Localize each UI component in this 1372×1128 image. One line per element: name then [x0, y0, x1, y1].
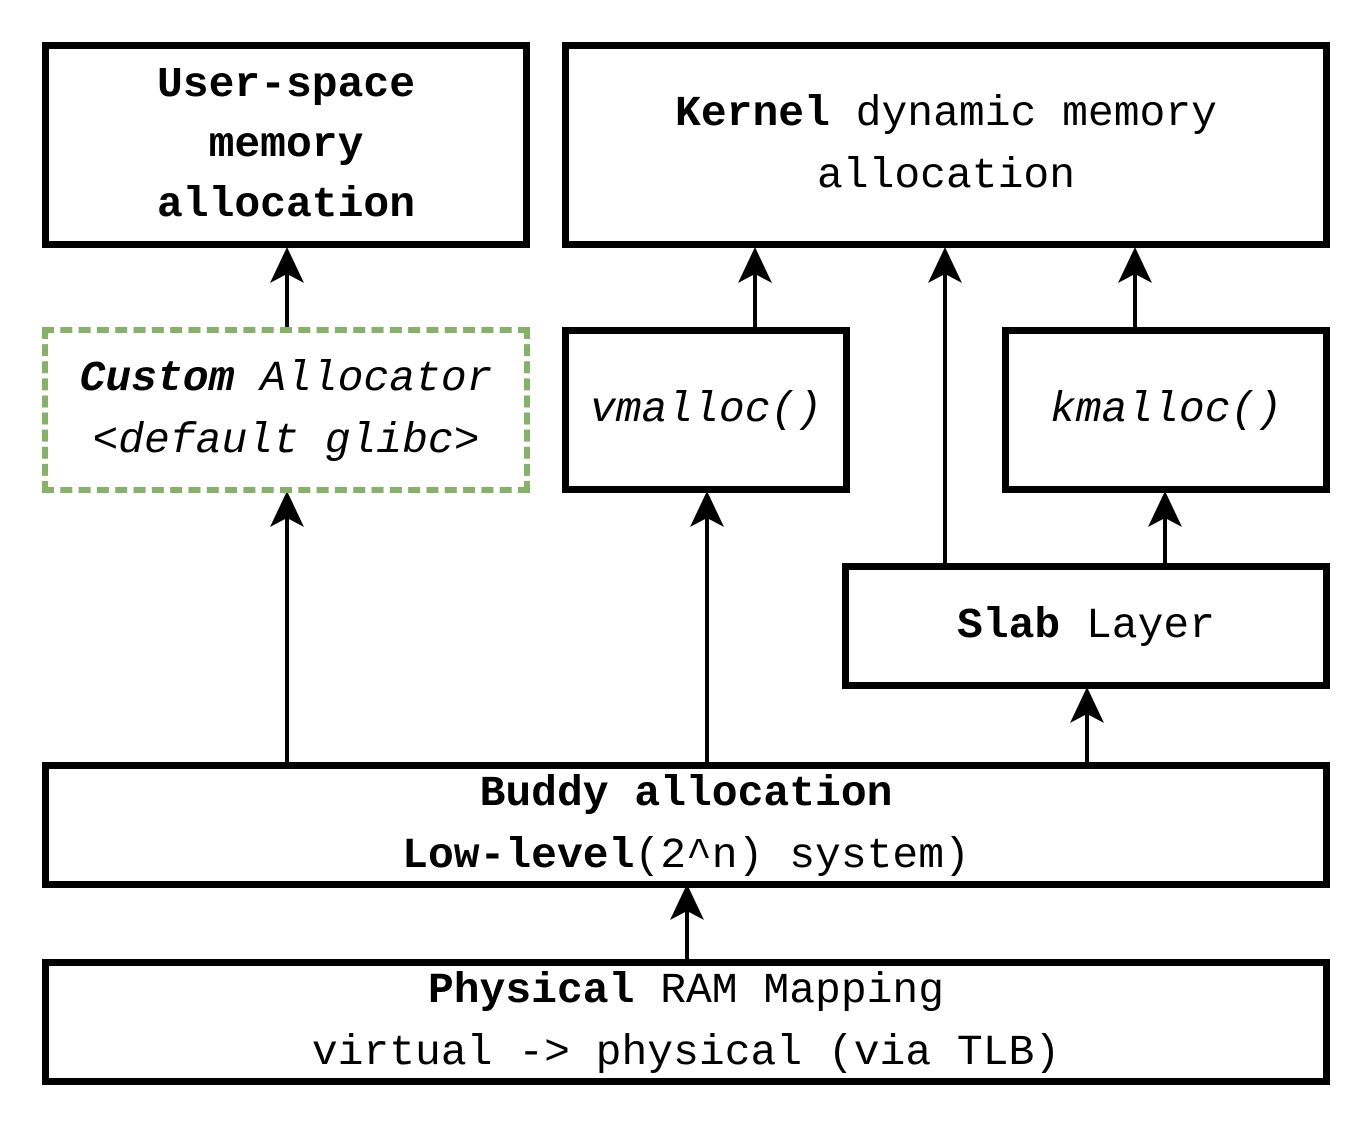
- kmalloc-box: kmalloc(): [1002, 327, 1330, 493]
- arrowhead-custom: [270, 491, 304, 527]
- physical-line1-text: RAM Mapping: [634, 965, 945, 1015]
- user-space-line1: User-space: [156, 59, 416, 109]
- user-space-line3: allocation: [156, 180, 416, 230]
- arrowhead-kernel-kmalloc: [1118, 247, 1152, 283]
- vmalloc-box: vmalloc(): [562, 327, 850, 493]
- physical-bold-label: Physical: [427, 965, 635, 1015]
- user-space-line2: memory: [208, 119, 364, 169]
- slab-layer-box: Slab Layer: [842, 563, 1330, 689]
- custom-allocator-box: Custom Allocator <default glibc>: [42, 327, 530, 493]
- slab-line: Slab Layer: [957, 595, 1215, 657]
- custom-allocator-line1: Custom Allocator: [80, 348, 493, 410]
- buddy-line2: Low-level(2^n) system): [402, 825, 970, 887]
- arrowhead-kernel-vmalloc: [738, 247, 772, 283]
- slab-rest-text: Layer: [1060, 600, 1216, 650]
- kernel-allocation-box: Kernel dynamic memory allocation: [562, 42, 1330, 248]
- buddy-line1: Buddy allocation: [479, 768, 893, 818]
- physical-ram-box: Physical RAM Mapping virtual -> physical…: [42, 959, 1330, 1085]
- kernel-bold-label: Kernel: [675, 88, 830, 138]
- arrowhead-vmalloc: [690, 491, 724, 527]
- slab-bold-label: Slab: [956, 600, 1061, 650]
- arrowhead-kernel-slab: [928, 247, 962, 283]
- physical-line2: virtual -> physical (via TLB): [311, 1028, 1061, 1077]
- custom-allocator-line2: <default glibc>: [92, 416, 480, 465]
- kernel-line1-text: dynamic memory: [829, 88, 1217, 138]
- arrowhead-kmalloc: [1148, 491, 1182, 527]
- arrowhead-slab: [1070, 687, 1104, 723]
- kernel-line2: allocation: [816, 151, 1076, 200]
- buddy-bold-label: Low-level: [402, 831, 635, 880]
- buddy-allocation-box: Buddy allocation Low-level(2^n) system): [42, 762, 1330, 888]
- vmalloc-label: vmalloc(): [589, 384, 823, 434]
- user-space-allocation-box: User-space memory allocation: [42, 42, 530, 248]
- kernel-line1: Kernel dynamic memory: [675, 83, 1217, 145]
- arrowhead-userspace: [270, 247, 304, 283]
- custom-bold-label: Custom: [79, 353, 235, 403]
- kmalloc-label: kmalloc(): [1049, 384, 1283, 434]
- custom-line1-text: Allocator: [234, 353, 493, 403]
- arrowhead-buddy: [670, 884, 704, 920]
- physical-line1: Physical RAM Mapping: [428, 960, 944, 1022]
- buddy-line2-text: (2^n) system): [634, 831, 970, 880]
